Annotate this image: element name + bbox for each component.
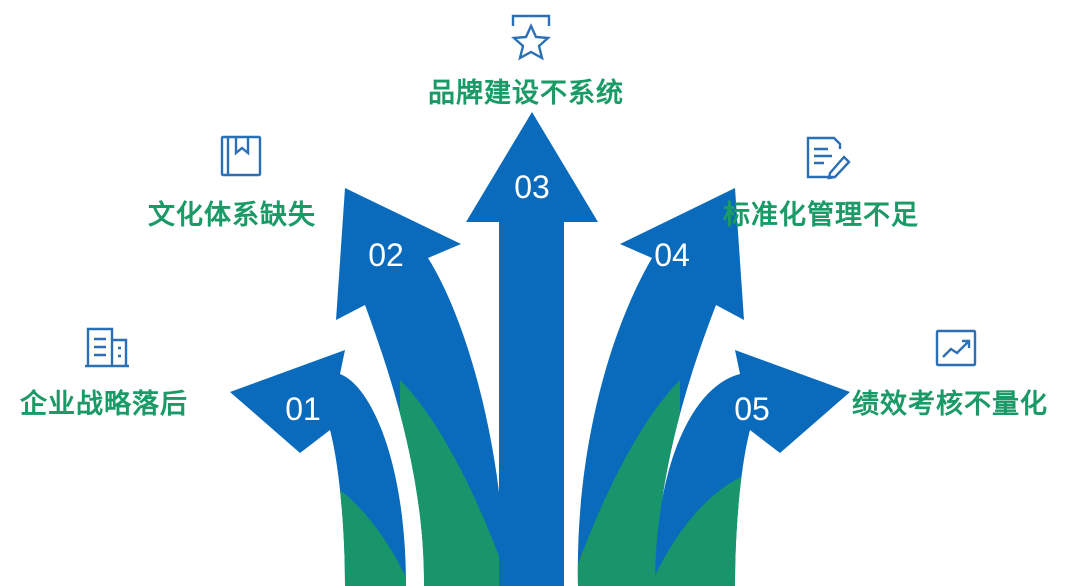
label-05: 绩效考核不量化 <box>852 389 1048 420</box>
arrow-02-number: 02 <box>368 237 404 273</box>
star-badge-icon <box>507 14 555 70</box>
arrow-03 <box>466 112 598 586</box>
chart-trend-icon <box>934 328 978 372</box>
arrow-04 <box>577 188 744 586</box>
label-03: 品牌建设不系统 <box>428 78 624 109</box>
label-01: 企业战略落后 <box>20 389 188 420</box>
arrow-04-number: 04 <box>654 237 690 273</box>
book-icon <box>219 135 263 181</box>
arrow-01 <box>230 350 406 586</box>
arrow-03-number: 03 <box>514 169 550 205</box>
building-icon <box>84 326 130 372</box>
arrow-05-number: 05 <box>734 391 770 427</box>
label-02: 文化体系缺失 <box>148 200 316 231</box>
arrow-05 <box>655 350 850 586</box>
document-edit-icon <box>804 135 852 185</box>
arrow-01-number: 01 <box>285 391 321 427</box>
arrow-02 <box>336 188 505 586</box>
label-04: 标准化管理不足 <box>723 200 919 231</box>
